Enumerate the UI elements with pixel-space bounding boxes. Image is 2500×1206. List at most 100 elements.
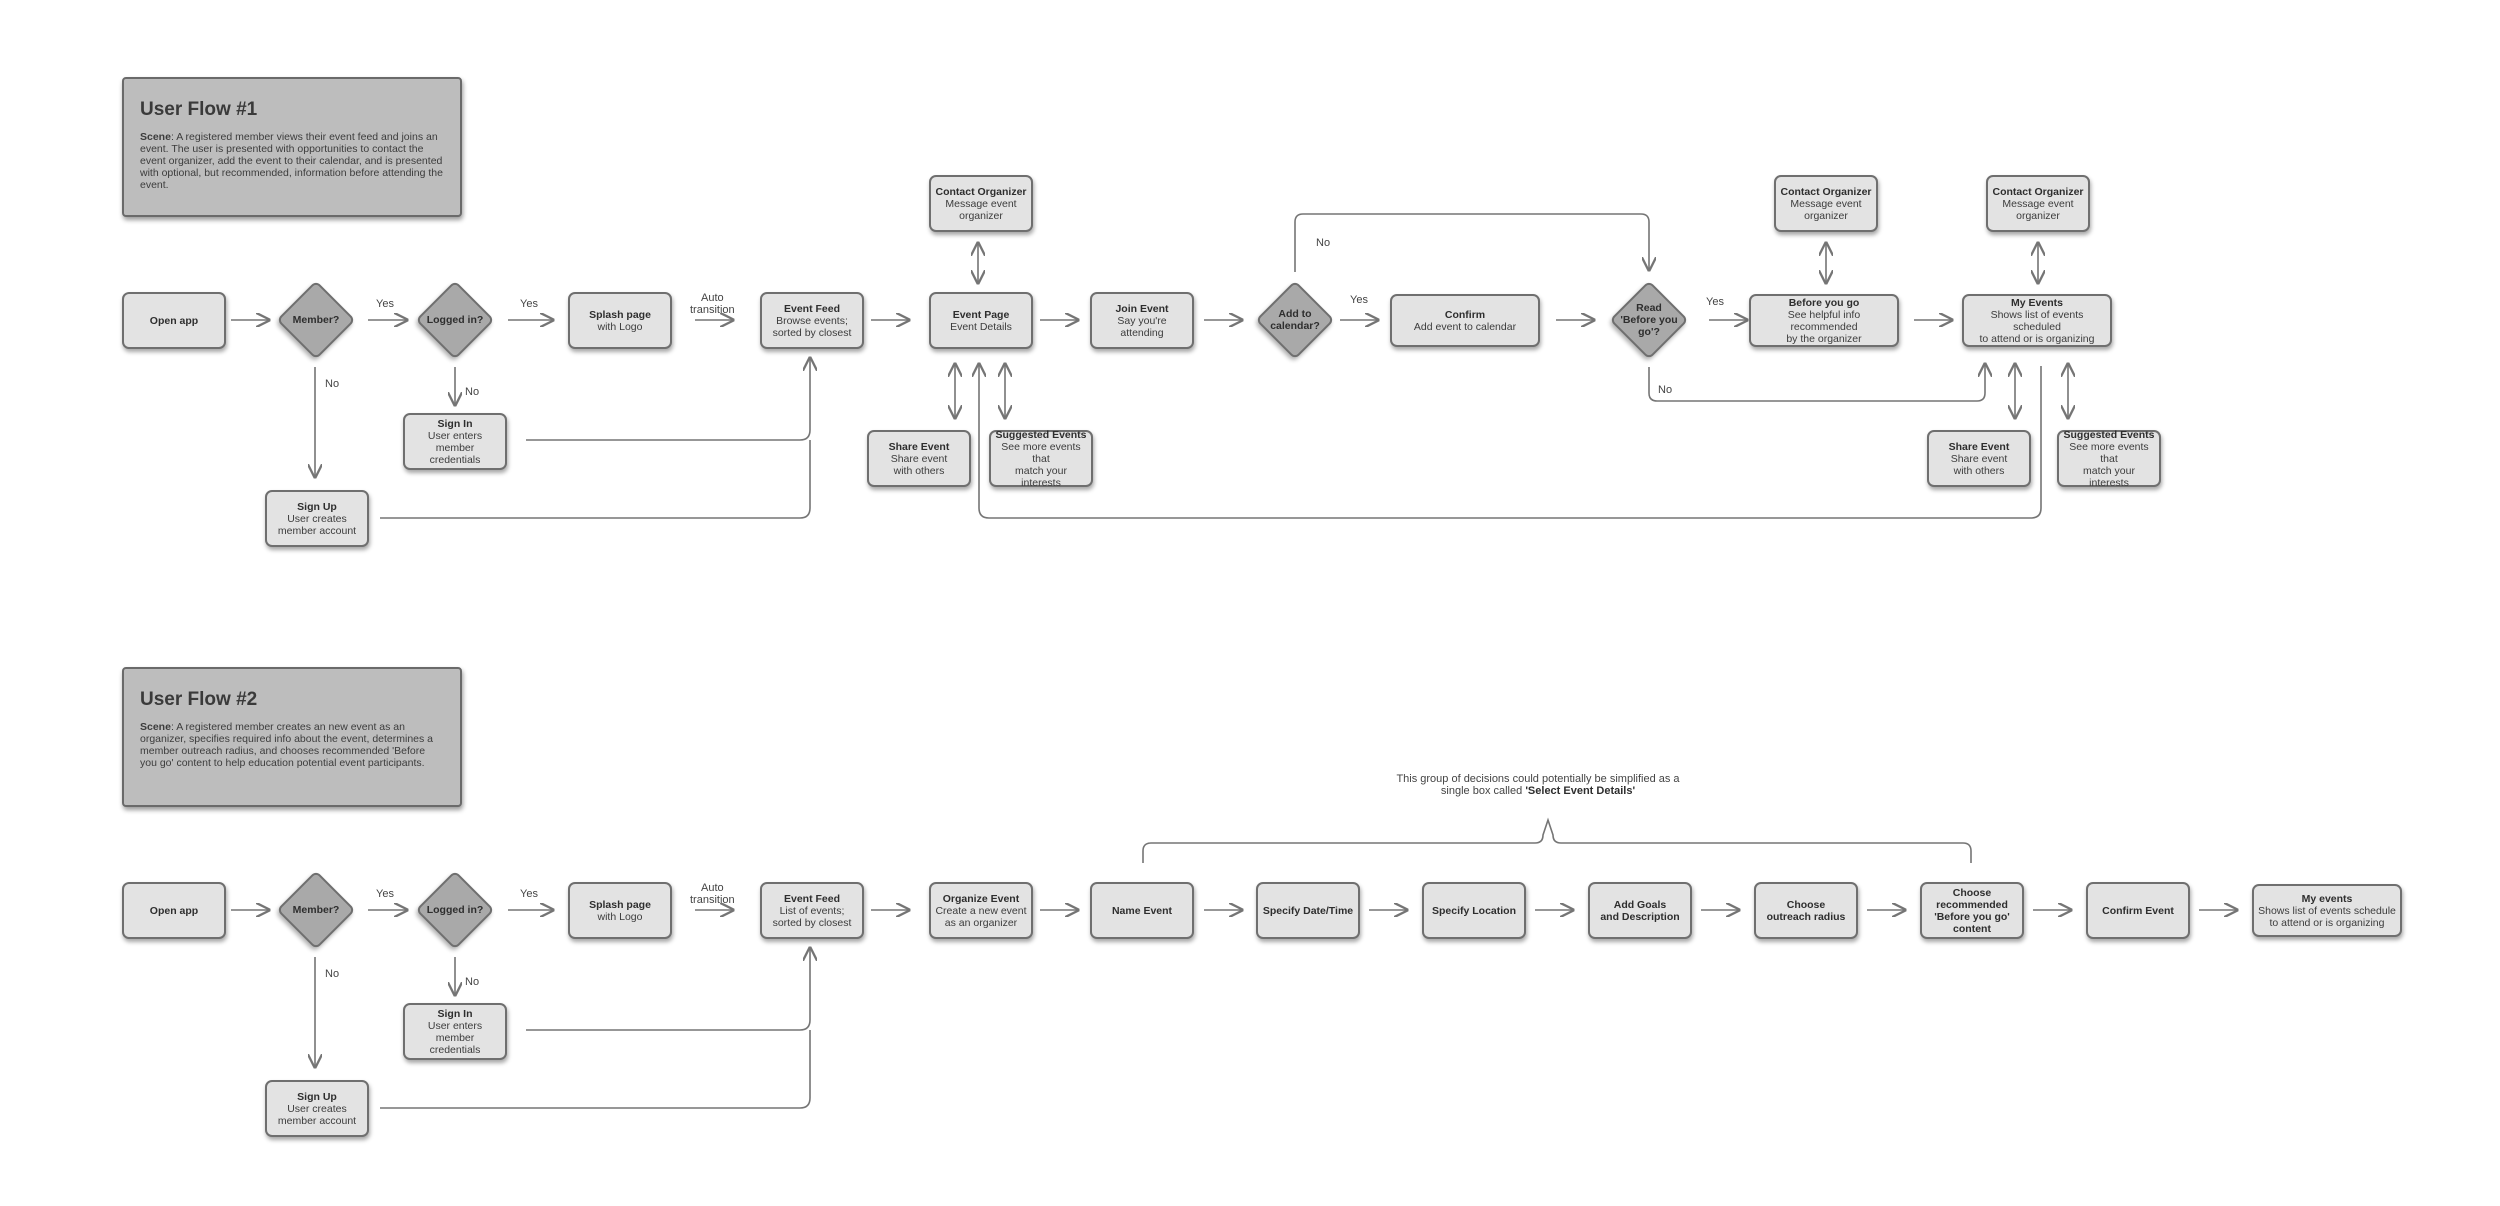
connector — [526, 948, 810, 1031]
flow1-member-decision[interactable]: Member? — [276, 280, 356, 360]
flow2-choose-radius-node[interactable]: Choose outreach radius — [1754, 882, 1858, 939]
node-title: Suggested Events — [2063, 428, 2155, 441]
node-description: User enters member credentials — [427, 429, 483, 466]
flow1-no-label: No — [1658, 384, 1673, 396]
node-title: Open app — [149, 314, 199, 327]
node-title: Confirm — [1444, 308, 1486, 321]
flow2-scene-description: Scene: A registered member creates an ne… — [140, 721, 444, 769]
node-title: My events — [2301, 892, 2353, 905]
connector — [979, 364, 2042, 519]
flow2-yes-label: Yes — [520, 888, 538, 900]
flow2-confirm-event-node[interactable]: Confirm Event — [2086, 882, 2190, 939]
flow2-open-app-node[interactable]: Open app — [122, 882, 226, 939]
note-bold-text: 'Select Event Details' — [1525, 785, 1636, 797]
flow1-open-app-node[interactable]: Open app — [122, 292, 226, 349]
flow1-read-before-you-go-decision[interactable]: Read 'Before you go'? — [1609, 280, 1689, 360]
decision-label: Member? — [292, 314, 340, 326]
connector — [380, 1030, 811, 1109]
flow2-no-label: No — [465, 976, 480, 988]
node-title: Specify Location — [1431, 904, 1516, 917]
node-description: Message event organizer — [1790, 197, 1862, 222]
node-description: User creates member account — [277, 1102, 357, 1127]
node-title: Splash page — [589, 898, 651, 911]
node-title: Choose outreach radius — [1766, 898, 1846, 923]
flow1-no-label: No — [325, 378, 340, 390]
node-description: Message event organizer — [2002, 197, 2074, 222]
flow2-scene-label: Scene — [140, 721, 171, 733]
node-description: Create a new event as an organizer — [935, 904, 1027, 929]
node-description: Event Details — [950, 320, 1012, 333]
node-title: Sign Up — [297, 500, 337, 513]
node-description: Say you're attending — [1117, 314, 1167, 339]
flow1-logged-in-decision[interactable]: Logged in? — [415, 280, 495, 360]
flow1-auto-transition-label: Auto transition — [690, 292, 735, 316]
node-title: Sign Up — [297, 1090, 337, 1103]
node-description: Browse events; sorted by closest — [772, 314, 852, 339]
node-description: See more events that match your interest… — [2069, 440, 2149, 489]
node-description: Share event with others — [890, 452, 948, 477]
node-title: Splash page — [589, 308, 651, 321]
node-title: Choose recommended 'Before you go' conte… — [1934, 886, 2010, 935]
flow2-member-decision[interactable]: Member? — [276, 870, 356, 950]
node-description: with Logo — [597, 910, 643, 923]
flow2-specify-datetime-node[interactable]: Specify Date/Time — [1256, 882, 1360, 939]
flow1-scene-panel: User Flow #1 Scene: A registered member … — [122, 77, 462, 217]
flow2-add-goals-node[interactable]: Add Goals and Description — [1588, 882, 1692, 939]
node-title: Event Page — [952, 308, 1010, 321]
flow2-specify-location-node[interactable]: Specify Location — [1422, 882, 1526, 939]
flow2-name-event-node[interactable]: Name Event — [1090, 882, 1194, 939]
decision-label: Member? — [292, 904, 340, 916]
node-title: Share Event — [1948, 440, 2010, 453]
flow1-yes-label: Yes — [376, 298, 394, 310]
flow2-scene-panel: User Flow #2 Scene: A registered member … — [122, 667, 462, 807]
node-title: Organize Event — [942, 892, 1020, 905]
node-title: Specify Date/Time — [1262, 904, 1354, 917]
flow1-add-to-calendar-decision[interactable]: Add to calendar? — [1255, 280, 1335, 360]
flow1-yes-label: Yes — [520, 298, 538, 310]
node-title: Name Event — [1111, 904, 1173, 917]
node-description: User enters member credentials — [427, 1019, 483, 1056]
flow1-scene-text: : A registered member views their event … — [140, 131, 443, 191]
node-title: Share Event — [888, 440, 950, 453]
flow2-title: User Flow #2 — [140, 689, 258, 710]
flow1-no-label: No — [465, 386, 480, 398]
decision-label: Logged in? — [426, 314, 484, 326]
flow2-choose-before-you-go-node[interactable]: Choose recommended 'Before you go' conte… — [1920, 882, 2024, 939]
flow1-yes-label: Yes — [1350, 294, 1368, 306]
connector — [1294, 213, 1649, 272]
decision-label: Logged in? — [426, 904, 484, 916]
flow2-logged-in-decision[interactable]: Logged in? — [415, 870, 495, 950]
flow1-scene-label: Scene — [140, 131, 171, 143]
node-description: with Logo — [597, 320, 643, 333]
node-title: Join Event — [1115, 302, 1169, 315]
node-title: Add Goals and Description — [1600, 898, 1680, 923]
flow1-title: User Flow #1 — [140, 99, 258, 120]
flow2-auto-transition-label: Auto transition — [690, 882, 735, 906]
node-description: Message event organizer — [945, 197, 1017, 222]
node-title: Before you go — [1788, 296, 1860, 309]
node-description: Share event with others — [1950, 452, 2008, 477]
node-description: Shows list of events schedule to attend … — [2258, 904, 2396, 929]
